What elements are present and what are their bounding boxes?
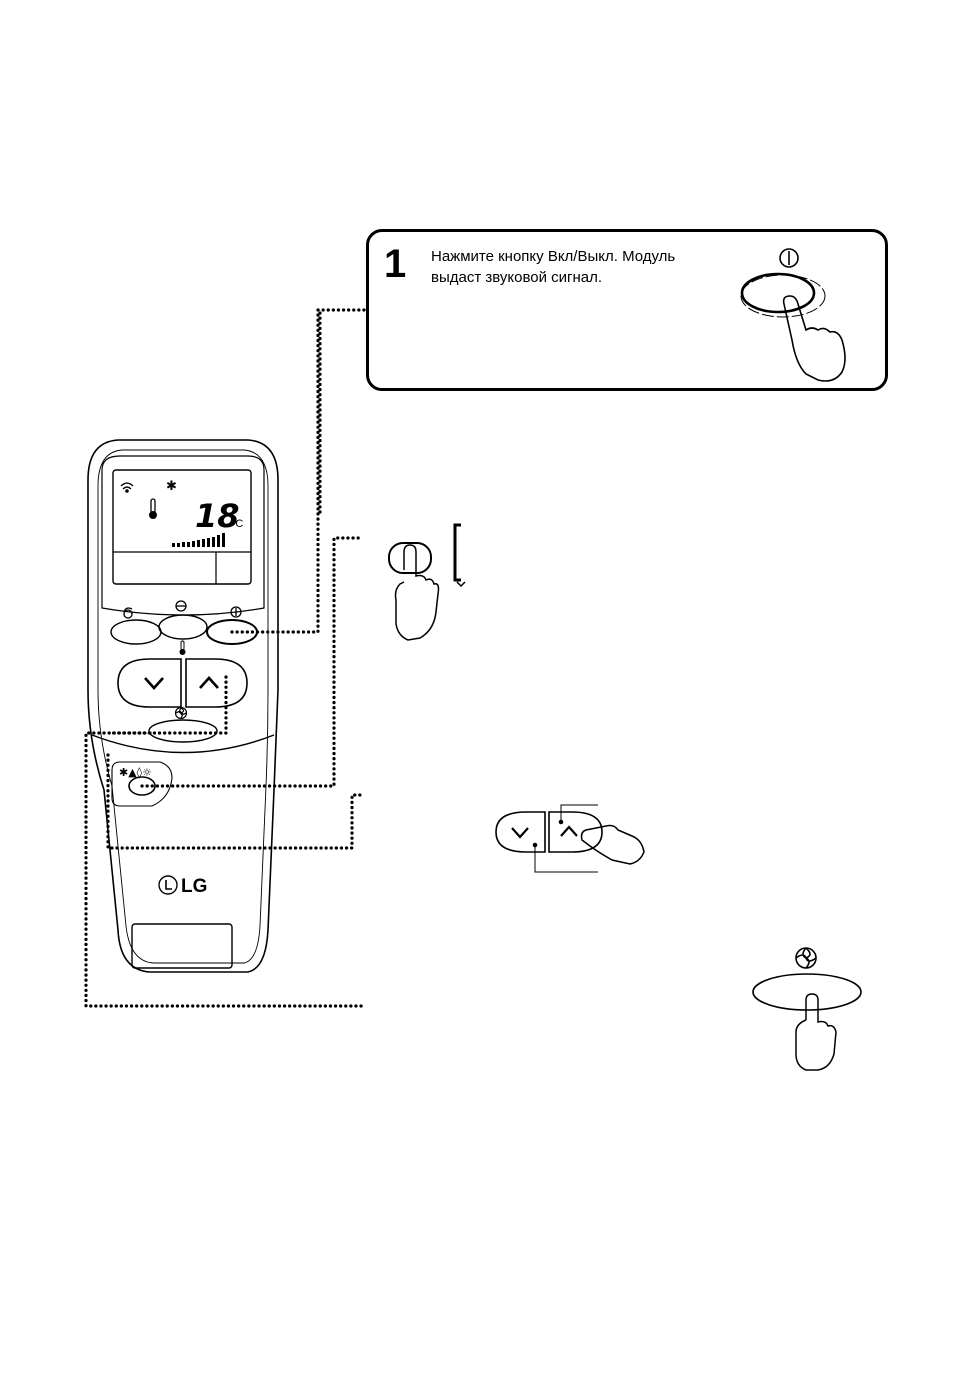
fan-speed-button <box>149 720 217 742</box>
fan-press-illustration <box>753 948 861 1070</box>
swing-icon <box>124 608 132 618</box>
fan-icon <box>796 948 816 968</box>
hand-icon <box>582 826 645 865</box>
jet-icon <box>176 601 186 611</box>
chevron-down-icon <box>145 678 163 688</box>
temp-label-icon <box>180 641 185 655</box>
chevron-up-icon <box>200 678 218 688</box>
chevron-down-icon <box>512 828 528 837</box>
step-instruction: Нажмите кнопку Вкл/Выкл. Модуль выдаст з… <box>431 246 691 288</box>
fan-level-bars <box>172 533 225 547</box>
thermometer-icon <box>150 499 157 519</box>
remote-control: ✱ 18 °C <box>88 440 278 972</box>
fan-icon <box>176 708 187 719</box>
svg-text:LG: LG <box>181 876 207 897</box>
temp-press-illustration <box>496 805 644 872</box>
hand-icon <box>396 545 439 640</box>
signal-icon <box>121 483 133 489</box>
mode-press-illustration <box>389 525 465 640</box>
lcd-unit: °C <box>231 518 243 530</box>
chevron-up-icon <box>561 827 577 836</box>
cool-mode-icon: ✱ <box>166 479 177 494</box>
mode-button-large <box>389 543 431 573</box>
step-1-box: 1 Нажмите кнопку Вкл/Выкл. Модуль выдаст… <box>366 229 888 391</box>
swing-button <box>111 620 161 644</box>
fan-speed-button-large <box>753 974 861 1010</box>
step-number: 1 <box>384 244 406 284</box>
dotted-leader-lines <box>86 310 364 1006</box>
lg-logo: LG <box>159 876 207 897</box>
temp-up-button <box>186 659 247 707</box>
jet-button <box>159 615 207 639</box>
hand-icon <box>796 994 836 1070</box>
